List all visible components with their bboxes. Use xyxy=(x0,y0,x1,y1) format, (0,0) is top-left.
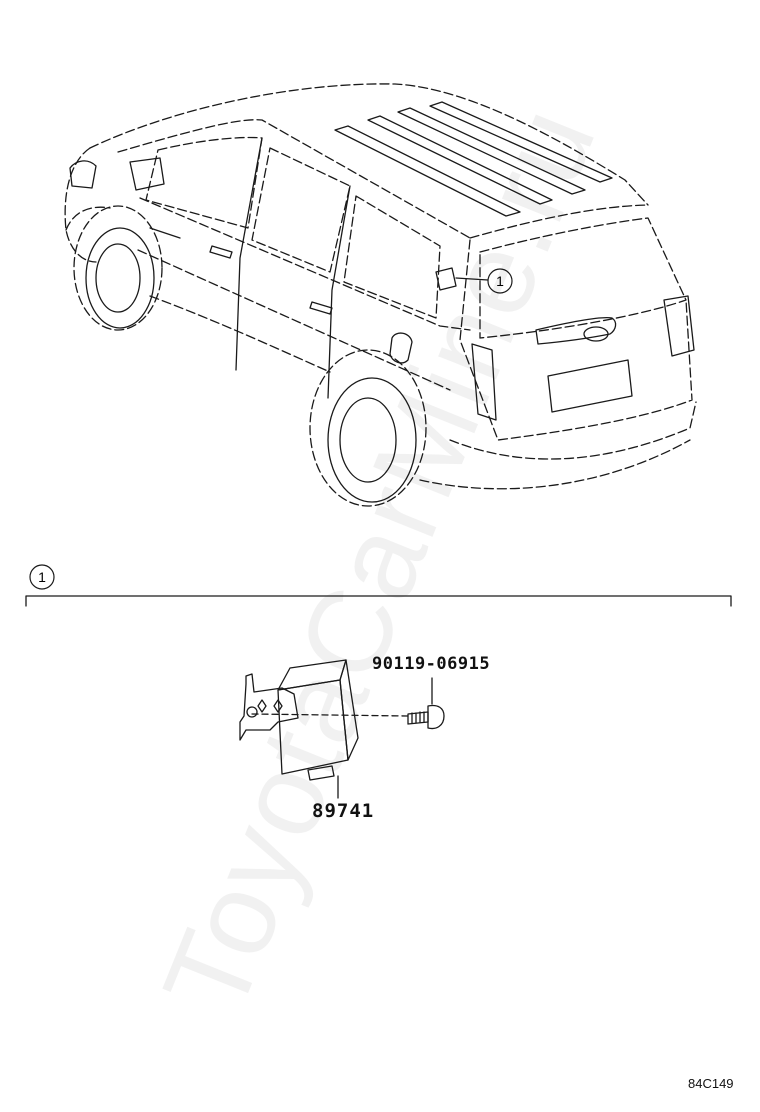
front-rim xyxy=(95,243,141,313)
roof-rail-2 xyxy=(367,115,553,205)
module-box-top xyxy=(277,659,347,691)
module-assembly xyxy=(239,659,445,799)
rear-hatch-outline xyxy=(459,239,693,441)
roof-rail-3 xyxy=(397,107,586,195)
bracket-detail-1 xyxy=(257,699,267,713)
module-connector xyxy=(307,765,335,781)
module-box-side xyxy=(339,659,359,761)
license-plate xyxy=(547,359,633,413)
beltline xyxy=(139,197,471,331)
vehicle-callout-circle xyxy=(487,268,513,294)
vehicle-illustration xyxy=(64,83,697,507)
rocker-panel xyxy=(149,295,331,373)
roof-outline xyxy=(89,83,649,206)
fender-side-marker xyxy=(149,227,181,239)
side-character-line xyxy=(137,249,451,391)
rear-window xyxy=(479,217,687,339)
middle-window xyxy=(251,147,351,273)
rear-spoiler-lamp xyxy=(535,316,617,345)
section-callout-circle xyxy=(29,564,55,590)
front-tire xyxy=(85,227,155,329)
tail-lamp-right xyxy=(663,295,695,357)
rear-door-handle xyxy=(309,301,333,315)
rear-emblem xyxy=(583,326,609,342)
front-wheel-arch xyxy=(73,205,163,331)
roof-rail-1 xyxy=(334,125,521,217)
roof-edge-left xyxy=(117,119,471,239)
module-leader-line xyxy=(455,277,489,281)
mounting-bracket xyxy=(239,673,299,741)
headlight xyxy=(69,160,97,189)
screw-head xyxy=(427,704,445,730)
screw-shank xyxy=(407,711,429,725)
rear-wheel-arch xyxy=(309,349,427,507)
tail-lamp xyxy=(471,343,497,421)
front-fender xyxy=(65,206,111,231)
module-part-number: 89741 xyxy=(312,800,375,822)
figure-code: 84C149 xyxy=(688,1076,734,1091)
front-door-handle xyxy=(209,245,233,259)
alignment-line xyxy=(251,713,409,717)
hood-front xyxy=(64,147,97,263)
section-bracket-line xyxy=(25,595,732,607)
mirror xyxy=(129,157,165,191)
module-location-marker xyxy=(435,267,457,291)
c-pillar xyxy=(327,185,351,399)
roof-edge-rear xyxy=(469,204,649,239)
module-box-front xyxy=(277,679,349,775)
rear-quarter-window xyxy=(343,195,441,319)
b-pillar xyxy=(235,137,263,371)
section-callout-number: 1 xyxy=(38,569,46,585)
roof-rail-4 xyxy=(429,101,613,183)
rear-tire xyxy=(327,377,417,503)
bracket-hole xyxy=(246,706,258,718)
bracket-detail-2 xyxy=(273,699,283,713)
rear-bumper xyxy=(449,401,697,460)
screw-part-number: 90119-06915 xyxy=(372,654,491,674)
screw-threads xyxy=(411,711,425,724)
vehicle-callout-number: 1 xyxy=(496,273,504,289)
rear-bumper-lower xyxy=(419,439,691,490)
front-window xyxy=(145,136,263,229)
fuel-door xyxy=(389,332,413,364)
rear-rim xyxy=(339,397,397,483)
